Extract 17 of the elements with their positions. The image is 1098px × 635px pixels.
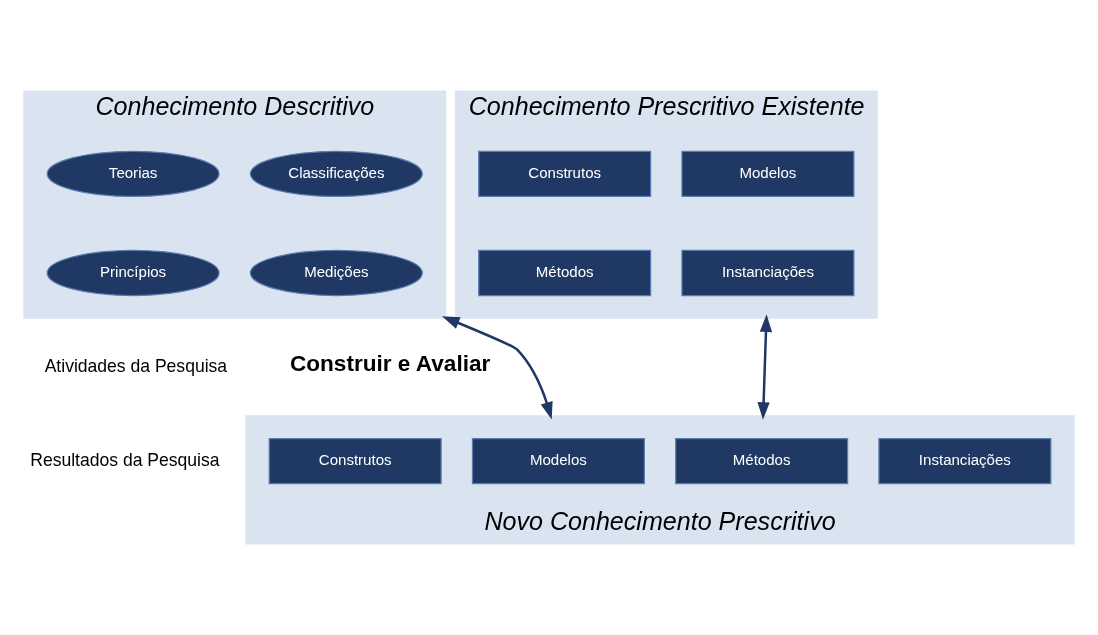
- node-ellipse: Teorias: [46, 150, 220, 198]
- arrow: [757, 314, 773, 420]
- node-box: Modelos: [471, 437, 645, 485]
- node-ellipse: Princípios: [46, 249, 220, 297]
- node-box: Construtos: [478, 150, 652, 198]
- label: Construir e Avaliar: [289, 351, 491, 377]
- arrow: [442, 316, 553, 420]
- node-ellipse: Medições: [249, 249, 423, 297]
- label: Resultados da Pesquisa: [30, 449, 220, 470]
- node-box: Construtos: [268, 437, 442, 485]
- node-box: Modelos: [681, 150, 855, 198]
- node-box: Instanciações: [878, 437, 1052, 485]
- label: Atividades da Pesquisa: [44, 355, 228, 376]
- node-ellipse: Classificações: [249, 150, 423, 198]
- node-box: Métodos: [675, 437, 849, 485]
- node-box: Instanciações: [681, 249, 855, 297]
- node-box: Métodos: [478, 249, 652, 297]
